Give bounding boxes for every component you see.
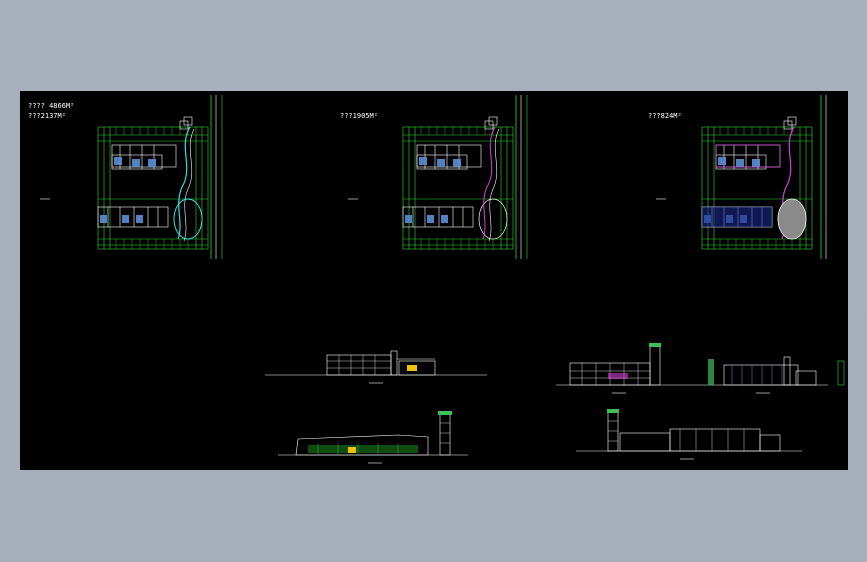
elevation-4 (576, 409, 802, 460)
plan-3-area-line-1: ???824M² (648, 112, 682, 120)
plan-1-area-line-1: ???? 4866M² (28, 102, 75, 110)
elevation-2 (278, 411, 468, 464)
cad-graphics (40, 95, 845, 464)
plan-2-area-line-1: ???1905M² (340, 112, 378, 120)
elevation-1 (265, 350, 487, 384)
cad-drawing-canvas[interactable]: ???? 4866M² ???2137M² ???1905M² ???824M² (20, 91, 848, 470)
elevation-3 (556, 343, 845, 394)
plan-1-area-line-2: ???2137M² (28, 112, 66, 120)
floor-plan-3 (701, 116, 813, 250)
floor-plan-1 (97, 116, 209, 250)
floor-plan-2 (402, 116, 514, 250)
